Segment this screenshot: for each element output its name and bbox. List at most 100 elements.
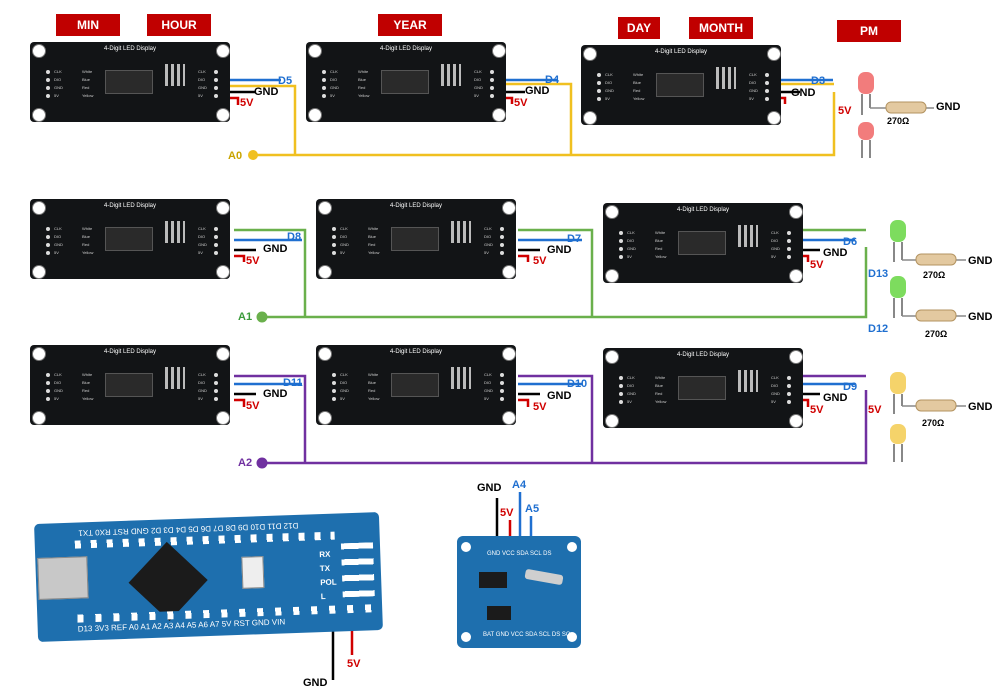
tm1637-chip <box>391 227 439 251</box>
label-d11: D11 <box>283 377 303 389</box>
mount-hole <box>32 44 46 58</box>
legend-label: Yellow <box>82 396 94 401</box>
label-gnd: GND <box>254 86 279 98</box>
pin-label: CLK <box>749 72 757 77</box>
pin-label: GND <box>749 88 758 93</box>
label-5v: 5V <box>533 255 547 267</box>
mount-hole <box>216 347 230 361</box>
pin-label: CLK <box>54 372 62 377</box>
tm1637-chip <box>678 376 726 400</box>
pin-label: DIO <box>484 234 492 239</box>
mount-hole <box>502 265 516 279</box>
module-title: 4-Digit LED Display <box>676 352 730 358</box>
legend-label: Blue <box>368 380 377 385</box>
pin-dot <box>597 97 601 101</box>
mount-hole <box>318 265 332 279</box>
legend-label: Red <box>82 85 90 90</box>
mount-hole <box>502 347 516 361</box>
reset-button[interactable] <box>241 556 265 589</box>
pin-label: 5V <box>605 96 610 101</box>
pin-label: CLK <box>54 69 62 74</box>
module-title: 4-Digit LED Display <box>379 46 433 52</box>
header-month: MONTH <box>689 17 753 39</box>
pin-label: CLK <box>771 230 779 235</box>
pin-dot <box>500 397 504 401</box>
pin-label: CLK <box>627 375 635 380</box>
mount-hole <box>216 108 230 122</box>
pin-label: CLK <box>198 372 206 377</box>
pin-label: DIO <box>771 238 779 243</box>
header-pins <box>716 67 736 89</box>
pin-dot <box>597 89 601 93</box>
mount-hole <box>789 350 803 364</box>
pin-dot <box>214 381 218 385</box>
mount-hole <box>502 411 516 425</box>
pin-label: DIO <box>198 234 206 239</box>
legend-label: Yellow <box>82 250 94 255</box>
mount-hole <box>216 44 230 58</box>
legend-label: Blue <box>368 234 377 239</box>
rtc-crystal <box>524 568 564 586</box>
legend-label: Red <box>655 246 663 251</box>
label-gnd: GND <box>525 85 550 97</box>
pin-dot <box>765 89 769 93</box>
header-pins <box>165 221 185 243</box>
mount-hole <box>492 44 506 58</box>
legend-label: White <box>82 226 93 231</box>
pin-label: CLK <box>330 69 338 74</box>
label-gnd: GND <box>823 247 848 259</box>
header-pins <box>165 64 185 86</box>
pin-dot <box>787 392 791 396</box>
icsp-header <box>340 542 375 598</box>
pin-label: GND <box>198 388 207 393</box>
legend-label: White <box>633 72 644 77</box>
pin-label: 5V <box>484 396 489 401</box>
label-5v: 5V <box>514 97 528 109</box>
rtc-mount-hole <box>567 542 577 552</box>
pin-label: CLK <box>771 375 779 380</box>
arduino-5v-label: 5V <box>347 658 361 670</box>
module-title: 4-Digit LED Display <box>103 349 157 355</box>
legend-label: Yellow <box>368 396 380 401</box>
label-a0: A0 <box>228 150 243 162</box>
label-d8: D8 <box>287 231 302 243</box>
pin-dot <box>322 70 326 74</box>
legend-label: White <box>368 372 379 377</box>
mount-hole <box>32 265 46 279</box>
yellow-led-top <box>890 372 966 414</box>
pin-label: DIO <box>771 383 779 388</box>
pin-dot <box>500 373 504 377</box>
pin-dot <box>214 86 218 90</box>
resistor-2 <box>915 253 957 266</box>
pin-label: GND <box>627 391 636 396</box>
legend-label: White <box>368 226 379 231</box>
pin-label: CLK <box>198 69 206 74</box>
pin-dot <box>214 78 218 82</box>
pin-dot <box>214 235 218 239</box>
pin-label: 5V <box>340 250 345 255</box>
pin-label: 5V <box>330 93 335 98</box>
pin-label: 5V <box>771 399 776 404</box>
pin-dot <box>787 247 791 251</box>
pin-dot <box>46 235 50 239</box>
pin-dot <box>787 231 791 235</box>
legend-label: Yellow <box>633 96 645 101</box>
pin-dot <box>214 70 218 74</box>
pin-label: DIO <box>749 80 757 85</box>
label-a2: A2 <box>238 457 253 469</box>
pin-dot <box>46 397 50 401</box>
pin-label: CLK <box>484 372 492 377</box>
legend-label: Red <box>368 388 376 393</box>
pin-dot <box>787 255 791 259</box>
label-5v: 5V <box>810 259 824 271</box>
a1-terminal <box>256 311 268 323</box>
pin-dot <box>619 231 623 235</box>
pin-label: 5V <box>474 93 479 98</box>
legend-label: Blue <box>655 383 664 388</box>
label-270-ohm: 270Ω <box>887 116 910 126</box>
